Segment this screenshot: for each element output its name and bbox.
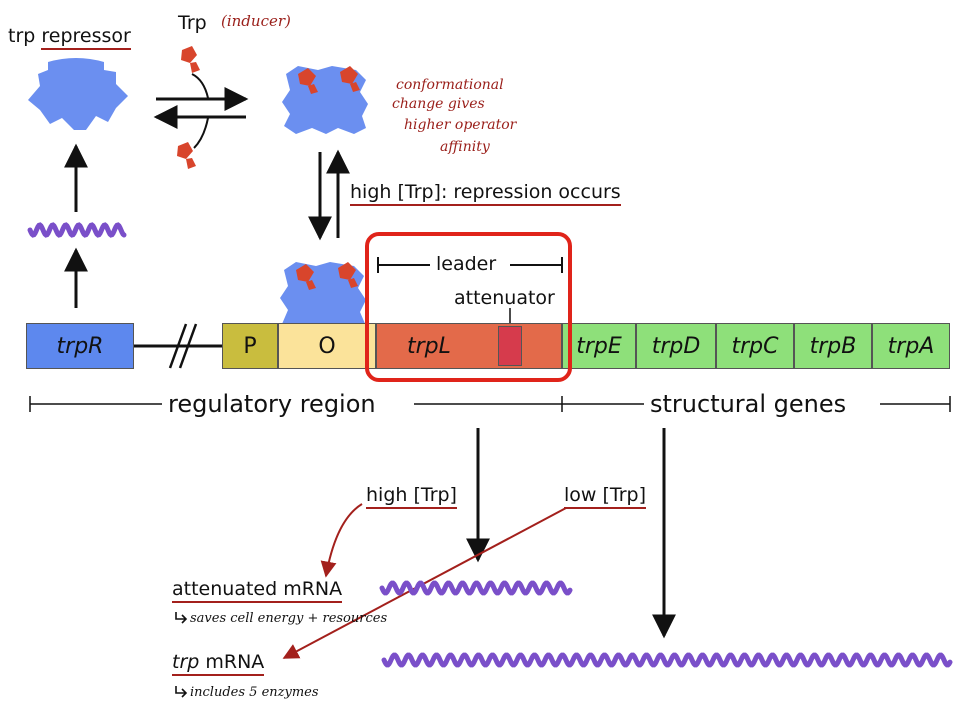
promoter-box: P [222, 323, 278, 369]
gene-trpB: trpB [794, 323, 872, 369]
attenuator-label: attenuator [454, 287, 555, 309]
attenuated-mrna-text: attenuated mRNA [172, 578, 343, 603]
repressor-word-text: repressor [41, 25, 131, 50]
trpR-mrna-squiggle [27, 222, 127, 238]
binding-equilibrium-arrows [153, 73, 249, 149]
gap-slash-2 [178, 323, 198, 369]
trp-repressor-label: trp repressor [8, 25, 131, 50]
low-trp-annotation-arrow [282, 507, 567, 659]
high-trp-annotation-arrow [320, 503, 363, 578]
gene-trpL: trpL [376, 323, 562, 369]
repressor-prefix-text: trp [8, 25, 42, 47]
regulatory-region-label: regulatory region [168, 390, 376, 418]
attenuator-box [498, 326, 522, 366]
gene-trpC: trpC [716, 323, 794, 369]
conformational-note-line-4: affinity [440, 139, 490, 155]
low-trp-branch-text: low [Trp] [564, 484, 646, 509]
attenuated-mrna-label: attenuated mRNA [172, 578, 343, 603]
high-trp-repression-text: high [Trp]: repression occurs [350, 181, 621, 206]
inducer-note: (inducer) [221, 12, 291, 30]
leader-highlight-box [365, 232, 572, 382]
repressor-on-operator-shape [280, 262, 366, 332]
trp-molecule-bottom [177, 142, 196, 169]
structural-genes-bracket [562, 396, 951, 412]
leader-bracket [377, 257, 563, 273]
conformational-note-line-2: change gives [392, 96, 485, 112]
active-repressor-shape [282, 66, 368, 134]
attenuated-mrna-note: saves cell energy + resources [190, 611, 388, 626]
trp-mrna-label: trp mRNA [172, 651, 265, 676]
gene-trpD: trpD [636, 323, 716, 369]
trp-mrna-squiggle [381, 652, 953, 668]
trp-mrna-italic-text: trp [172, 651, 200, 673]
note-hook-arrow-2 [175, 686, 188, 698]
structural-genes-label: structural genes [650, 390, 847, 418]
gene-trpR: trpR [26, 323, 134, 369]
regulatory-region-bracket [29, 396, 563, 412]
high-trp-branch-text: high [Trp] [366, 484, 457, 509]
gene-trpA: trpA [872, 323, 950, 369]
gap-slash-1 [168, 323, 188, 369]
gene-trpE: trpE [562, 323, 636, 369]
conformational-note-line-3: higher operator [404, 117, 517, 133]
trp-mrna-note: includes 5 enzymes [190, 685, 319, 700]
operator-box: O [278, 323, 376, 369]
trp-mrna-rest-text: mRNA [199, 651, 265, 673]
note-hook-arrow-1 [175, 612, 188, 624]
high-trp-branch-label: high [Trp] [366, 484, 457, 509]
leader-label: leader [436, 253, 497, 275]
trp-molecule-top [181, 46, 200, 73]
high-trp-repression-label: high [Trp]: repression occurs [350, 181, 621, 206]
free-repressor-shape [28, 58, 128, 130]
trp-label: Trp [178, 12, 207, 34]
operator-binding-arrows [308, 149, 350, 241]
conformational-note-line-1: conformational [396, 77, 504, 93]
low-trp-branch-label: low [Trp] [564, 484, 646, 509]
attenuated-mrna-squiggle [379, 580, 573, 596]
